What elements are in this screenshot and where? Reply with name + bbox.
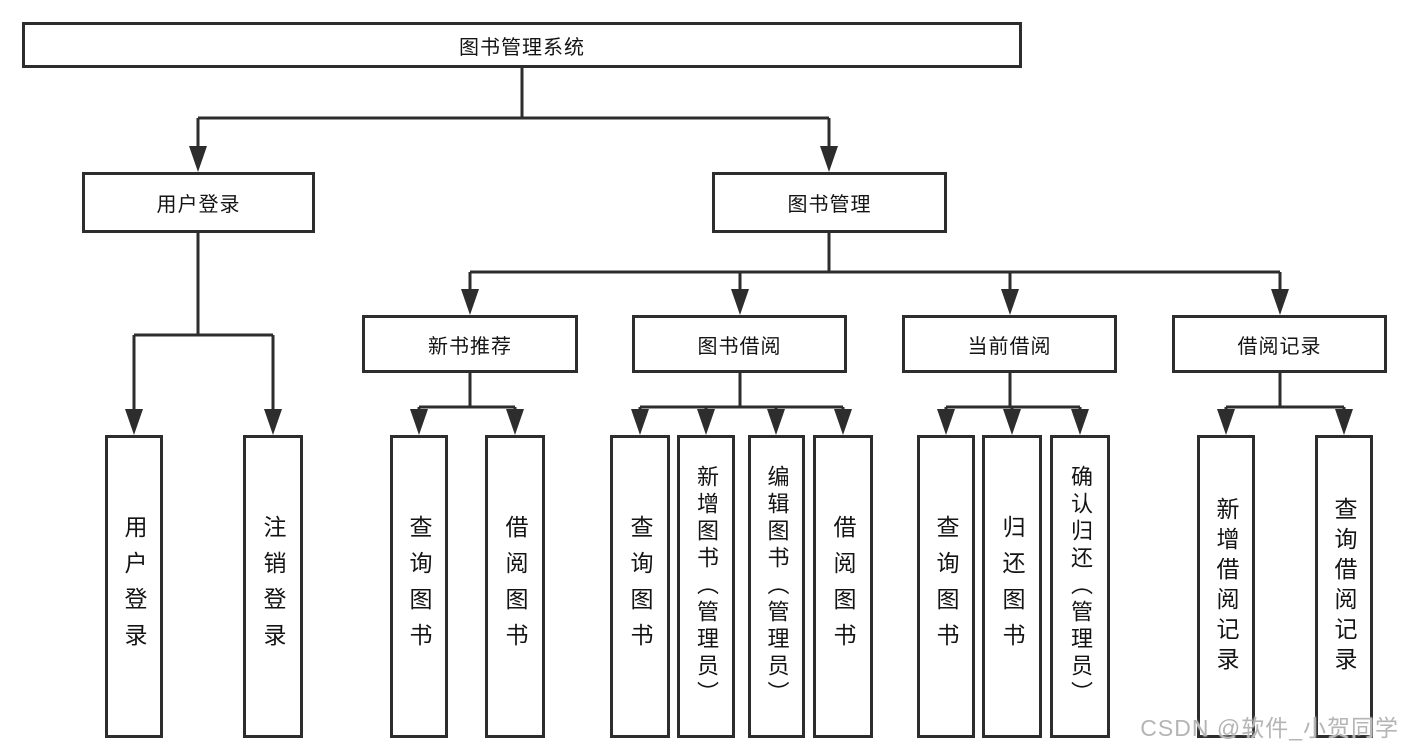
node-user-login: 用户登录 bbox=[82, 172, 315, 233]
leaf-borrow-book: 借阅图书 bbox=[813, 435, 873, 738]
leaf-newbook-query: 查询图书 bbox=[390, 435, 448, 738]
leaf-current-query: 查询图书 bbox=[917, 435, 975, 738]
leaf-borrow-add-admin: 新增图书（管理员） bbox=[677, 435, 735, 738]
leaf-records-add: 新增借阅记录 bbox=[1197, 435, 1255, 738]
leaf-current-confirm-return-admin: 确认归还（管理员） bbox=[1050, 435, 1110, 738]
node-book-management: 图书管理 bbox=[712, 172, 947, 233]
arrowhead-icons bbox=[125, 146, 1353, 435]
node-book-borrow: 图书借阅 bbox=[632, 315, 847, 373]
leaf-current-return: 归还图书 bbox=[982, 435, 1042, 738]
node-new-book-recommend: 新书推荐 bbox=[362, 315, 578, 373]
leaf-newbook-borrow: 借阅图书 bbox=[485, 435, 545, 738]
leaf-logout: 注销登录 bbox=[243, 435, 303, 738]
node-borrow-records: 借阅记录 bbox=[1172, 315, 1387, 373]
leaf-records-query: 查询借阅记录 bbox=[1315, 435, 1373, 738]
tree-edges bbox=[132, 68, 1346, 410]
node-root-system: 图书管理系统 bbox=[22, 22, 1022, 68]
leaf-borrow-edit-admin: 编辑图书（管理员） bbox=[748, 435, 805, 738]
node-current-borrow: 当前借阅 bbox=[902, 315, 1117, 373]
leaf-user-login: 用户登录 bbox=[105, 435, 163, 738]
leaf-borrow-query: 查询图书 bbox=[610, 435, 670, 738]
